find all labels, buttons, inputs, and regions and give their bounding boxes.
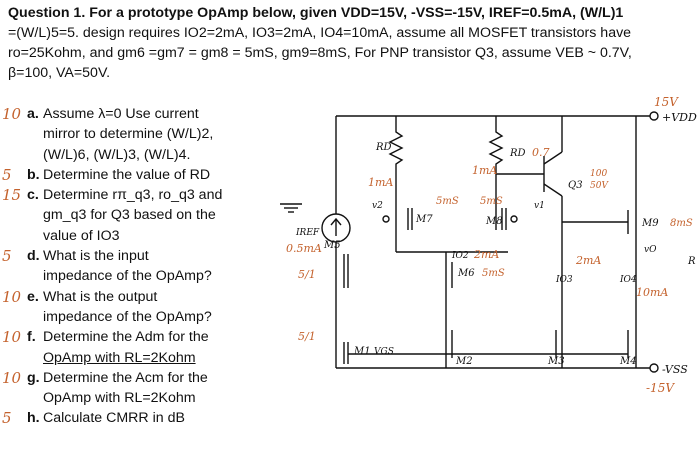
item-line: Determine rπ_q3, ro_q3 and xyxy=(43,187,223,204)
vdd-terminal xyxy=(649,111,659,121)
item-letter: e. xyxy=(27,288,39,305)
handwritten-mark: 10 xyxy=(2,368,22,387)
rd-left-label: RD xyxy=(375,142,392,153)
hw-rd-right-current: 1mA xyxy=(472,164,497,177)
hw-io4-val: 10mA xyxy=(636,286,668,299)
m4-label: M4 xyxy=(619,356,637,367)
m2-label: M2 xyxy=(455,356,473,367)
rl-label-partial: R xyxy=(687,256,696,267)
q3-label: Q3 xyxy=(568,180,583,191)
rd-right-label: RD xyxy=(509,148,526,159)
m5-label: M5 xyxy=(323,240,341,251)
iref-label: IREF xyxy=(295,228,320,238)
m7-label: M7 xyxy=(415,214,433,225)
item-line: Assume λ=0 Use current xyxy=(43,106,199,122)
vss-terminal xyxy=(649,363,659,373)
opamp-circuit-diagram: +VDD -VSS IREF M5 M1 VGS RD M7 v2 RD M8 … xyxy=(280,95,697,395)
rd-left-resistor xyxy=(388,116,404,178)
item-a: 10 a. Assume λ=0 Use current mirror to d… xyxy=(0,104,290,165)
item-letter: g. xyxy=(27,369,40,386)
m6-label: M6 xyxy=(457,268,475,279)
item-h: 5 h. Calculate CMRR in dB xyxy=(0,408,290,428)
q3-transistor xyxy=(543,151,563,165)
hw-vss-val: -15V xyxy=(646,381,675,395)
item-g: 10 g. Determine the Acm for the OpAmp wi… xyxy=(0,368,290,409)
item-line: OpAmp with RL=2Kohm xyxy=(43,390,196,407)
item-line: (W/L)6, (W/L)3, (W/L)4. xyxy=(43,146,191,163)
v1-terminal xyxy=(510,215,518,223)
v2-terminal xyxy=(382,215,390,223)
item-line: impedance of the OpAmp? xyxy=(43,308,212,325)
hw-io2-val: 2mA xyxy=(473,248,499,261)
item-line: Determine the value of RD xyxy=(43,166,211,183)
vss-label: -VSS xyxy=(662,363,688,376)
item-line: value of IO3 xyxy=(43,227,120,244)
hw-iref-val: 0.5mA xyxy=(286,242,322,255)
item-letter: c. xyxy=(27,187,39,204)
item-letter: b. xyxy=(27,166,40,183)
hw-m7-gm: 5mS xyxy=(436,196,459,207)
hw-io3-val: 2mA xyxy=(575,254,601,267)
item-line: mirror to determine (W/L)2, xyxy=(43,126,214,143)
question-line-4: β=100, VA=50V. xyxy=(8,65,111,81)
rd-right-resistor xyxy=(488,116,504,178)
hw-q3-vbe: 50V xyxy=(590,181,609,191)
handwritten-mark: 15 xyxy=(2,186,22,205)
handwritten-mark: 10 xyxy=(2,287,22,306)
question-line-3: ro=25Kohm, and gm6 =gm7 = gm8 = 5mS, gm9… xyxy=(8,45,632,61)
vgs-label: VGS xyxy=(374,347,394,357)
handwritten-mark: 5 xyxy=(2,165,12,184)
hw-vdd-val: 15V xyxy=(654,95,679,109)
hw-rd-right-val: 0.7 xyxy=(532,146,550,159)
hw-m5-ratio: 5/1 xyxy=(298,268,316,281)
question-items: 10 a. Assume λ=0 Use current mirror to d… xyxy=(0,104,290,429)
io4-label: IO4 xyxy=(619,275,637,285)
io3-label: IO3 xyxy=(555,275,573,285)
question-line-1: Question 1. For a prototype OpAmp below,… xyxy=(8,5,624,21)
item-line: Determine the Acm for the xyxy=(43,369,208,386)
v1-label: v1 xyxy=(534,201,545,211)
item-line: Determine the Adm for the xyxy=(43,329,209,346)
m1-label: M1 xyxy=(353,346,371,357)
question-header: Question 1. For a prototype OpAmp below,… xyxy=(8,3,694,83)
item-d: 5 d. What is the input impedance of the … xyxy=(0,246,290,287)
item-line: gm_q3 for Q3 based on the xyxy=(43,207,216,224)
vdd-label: +VDD xyxy=(662,111,697,124)
item-f: 10 f. Determine the Adm for the OpAmp wi… xyxy=(0,327,290,368)
hw-m6-gm: 5mS xyxy=(482,268,505,279)
m9-label: M9 xyxy=(641,218,659,229)
item-line: What is the output xyxy=(43,288,158,305)
item-line: OpAmp with RL=2Kohm xyxy=(43,349,196,366)
hw-m9-gm: 8mS xyxy=(670,218,693,229)
item-letter: f. xyxy=(27,329,36,346)
handwritten-mark: 10 xyxy=(2,105,22,123)
io2-label: IO2 xyxy=(451,251,469,261)
item-c: 15 c. Determine rπ_q3, ro_q3 and gm_q3 f… xyxy=(0,185,290,246)
v2-label: v2 xyxy=(372,201,383,211)
item-line: Calculate CMRR in dB xyxy=(43,410,185,427)
item-letter: h. xyxy=(27,410,40,427)
item-letter: a. xyxy=(27,106,39,122)
hw-rd-left-current: 1mA xyxy=(368,176,393,189)
item-e: 10 e. What is the output impedance of th… xyxy=(0,287,290,328)
item-line: impedance of the OpAmp? xyxy=(43,268,212,285)
hw-q3-beta: 100 xyxy=(590,169,607,179)
item-b: 5 b. Determine the value of RD xyxy=(0,165,290,185)
item-line: What is the input xyxy=(43,248,149,265)
handwritten-mark: 5 xyxy=(2,409,12,428)
vo-label: vO xyxy=(644,245,657,255)
item-letter: d. xyxy=(27,248,40,265)
question-line-2: =(W/L)5=5. design requires IO2=2mA, IO3=… xyxy=(8,25,632,41)
m3-label: M3 xyxy=(547,356,565,367)
hw-m1-ratio: 5/1 xyxy=(298,330,316,343)
handwritten-mark: 5 xyxy=(2,247,12,266)
hw-m8-gm: 5mS xyxy=(480,196,503,207)
m8-label: M8 xyxy=(485,216,503,227)
handwritten-mark: 10 xyxy=(2,328,22,347)
